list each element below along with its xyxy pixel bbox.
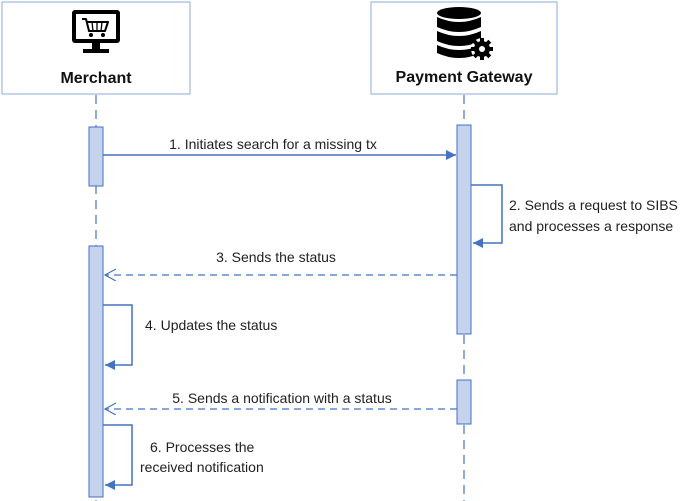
participant-gateway: Payment Gateway <box>370 1 558 95</box>
message-1-label: 1. Initiates search for a missing tx <box>169 136 377 152</box>
message-6-label-line2: received notification <box>140 459 264 475</box>
message-2-arrow <box>471 184 503 248</box>
database-gear-icon <box>437 7 493 60</box>
gateway-label: Payment Gateway <box>396 69 533 86</box>
message-1: 1. Initiates search for a missing tx <box>103 136 456 160</box>
message-4: 4. Updates the status <box>103 304 277 370</box>
merchant-label: Merchant <box>60 70 132 87</box>
message-5-label: 5. Sends a notification with a status <box>172 390 391 406</box>
message-5: 5. Sends a notification with a status <box>105 390 457 409</box>
merchant-activation-2 <box>88 245 104 498</box>
message-3-label: 3. Sends the status <box>216 249 336 265</box>
message-2-label-line2: and processes a response <box>509 218 673 234</box>
merchant-activation-1 <box>88 126 104 187</box>
gateway-activation-2 <box>456 379 472 425</box>
participant-merchant: Merchant <box>1 1 191 95</box>
message-6: 6. Processes the received notification <box>103 424 264 490</box>
message-6-arrow <box>103 424 133 490</box>
message-4-label: 4. Updates the status <box>145 317 277 333</box>
gateway-activation-1 <box>456 124 472 335</box>
message-4-arrow <box>103 304 133 370</box>
message-3: 3. Sends the status <box>105 249 457 275</box>
shopping-cart-monitor-icon <box>72 10 120 53</box>
message-6-label: 6. Processes the <box>150 439 255 455</box>
message-2-label: 2. Sends a request to SIBS <box>509 197 678 213</box>
message-2: 2. Sends a request to SIBS and processes… <box>471 184 678 248</box>
